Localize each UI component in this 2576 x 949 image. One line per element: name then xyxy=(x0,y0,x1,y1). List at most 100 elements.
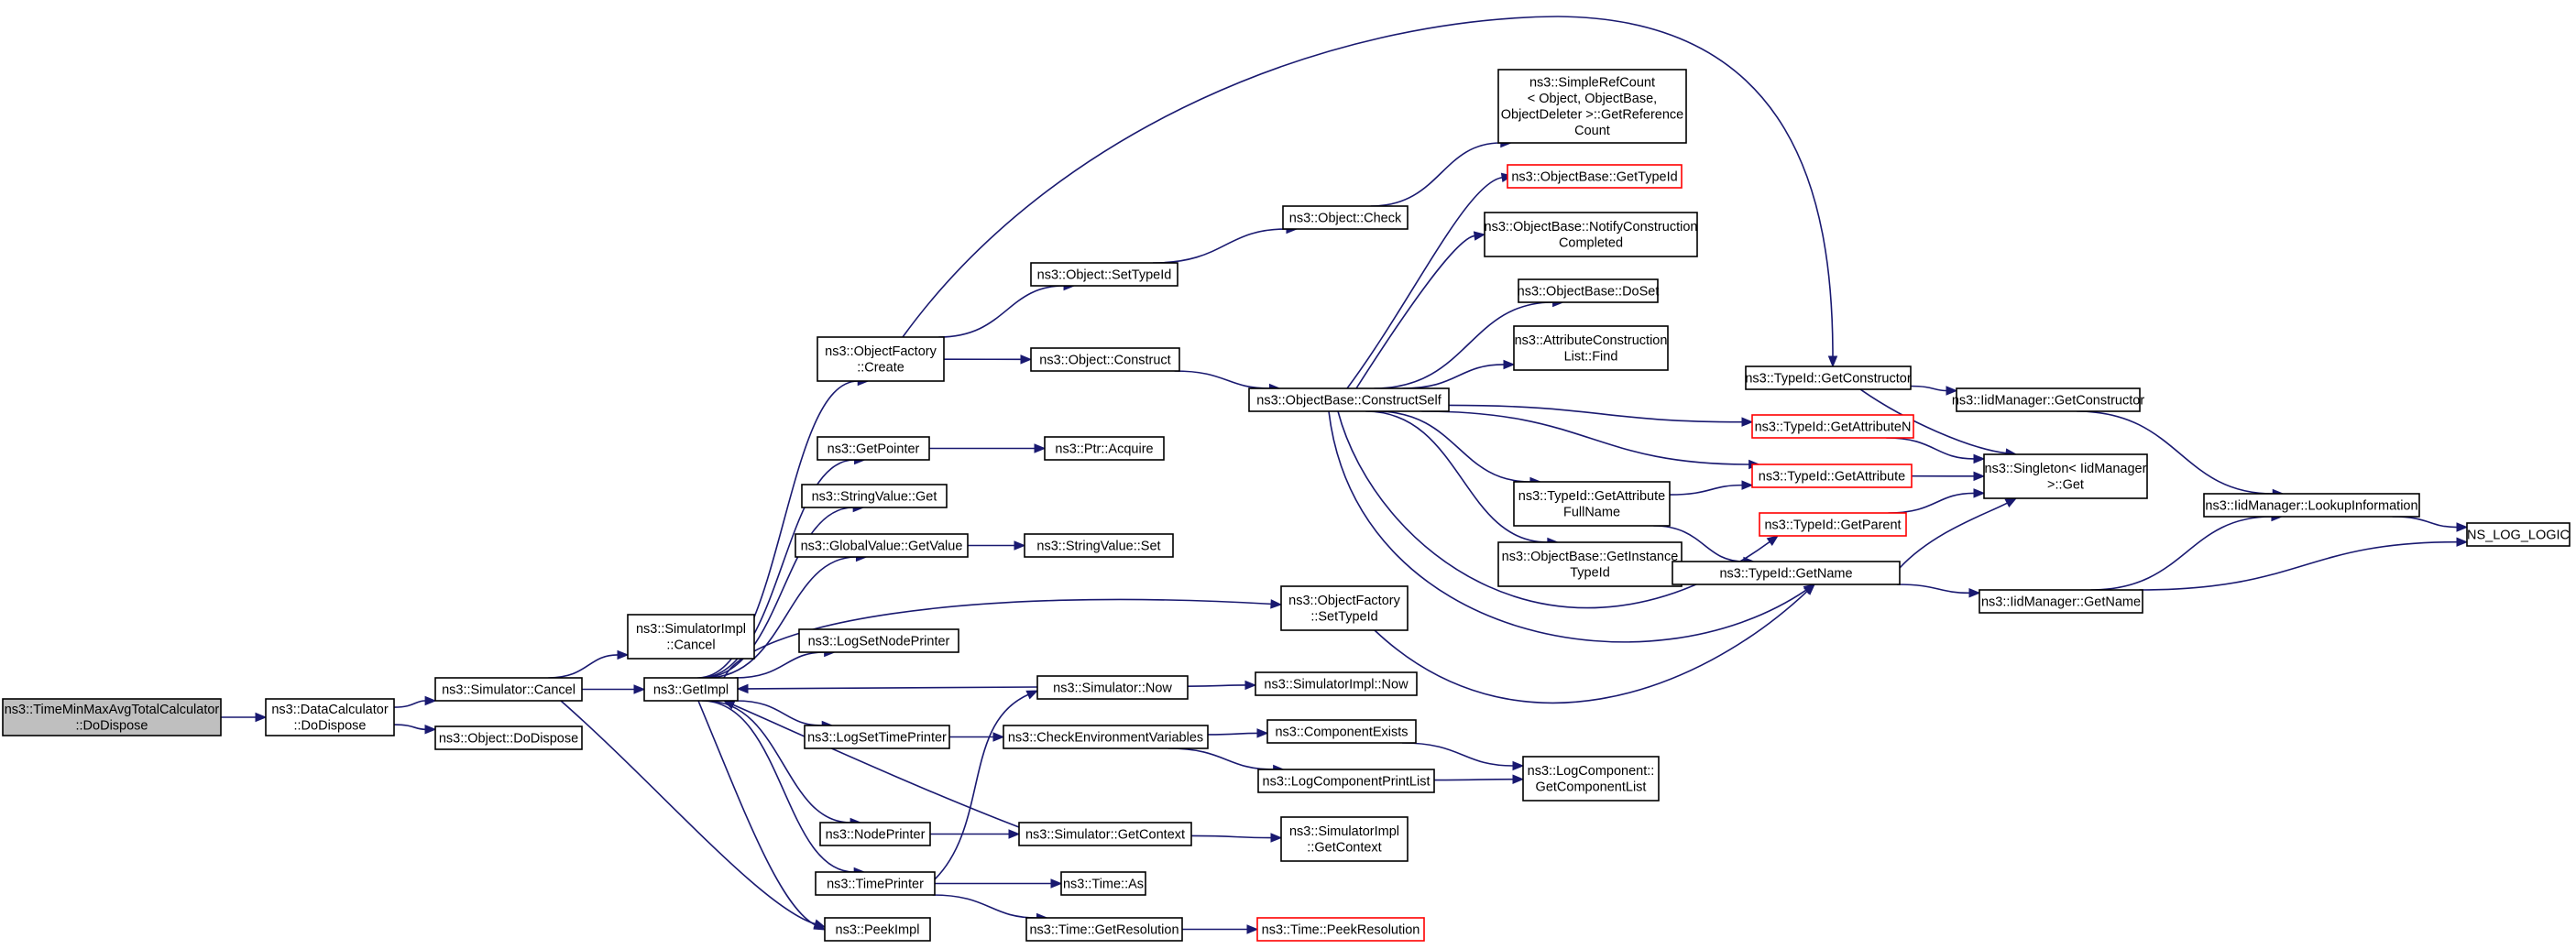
graph-node-ob_constructself[interactable]: ns3::ObjectBase::ConstructSelf xyxy=(1248,387,1450,412)
node-box xyxy=(434,677,583,702)
node-box xyxy=(1266,719,1417,744)
graph-node-tid_getattr[interactable]: ns3::TypeId::GetAttribute xyxy=(1751,464,1913,488)
arrowhead-icon xyxy=(1946,386,1958,396)
graph-node-gv_getvalue[interactable]: ns3::GlobalValue::GetValue xyxy=(795,533,969,558)
graph-node-timeprinter[interactable]: ns3::TimePrinter xyxy=(815,871,936,896)
graph-node-obj_settypeid[interactable]: ns3::Object::SetTypeId xyxy=(1030,262,1178,287)
graph-node-singleton_get[interactable]: ns3::Singleton< IidManager >::Get xyxy=(1983,453,2148,499)
node-label: ns3::LogComponentPrintList xyxy=(1263,774,1431,789)
node-label: ns3::StringValue::Set xyxy=(1036,539,1160,553)
graph-node-ob_doset[interactable]: ns3::ObjectBase::DoSet xyxy=(1518,278,1660,303)
node-box xyxy=(1484,212,1698,257)
graph-node-compexists[interactable]: ns3::ComponentExists xyxy=(1266,719,1417,744)
graph-node-tid_getparent[interactable]: ns3::TypeId::GetParent xyxy=(1759,512,1907,537)
graph-node-dc_dispose[interactable]: ns3::DataCalculator::DoDispose xyxy=(265,698,395,736)
graph-node-simimpl_cancel[interactable]: ns3::SimulatorImpl::Cancel xyxy=(627,614,755,660)
graph-node-getimpl[interactable]: ns3::GetImpl xyxy=(643,677,739,702)
edge-sim_getcontext-to-simimpl_getcontext xyxy=(1190,833,1283,843)
edge-ob_constructself-to-ob_notify xyxy=(1355,231,1486,389)
node-label: ns3::AttributeConstruction xyxy=(1515,333,1668,348)
graph-node-time_as[interactable]: ns3::Time::As xyxy=(1060,871,1146,896)
graph-node-logsetnode[interactable]: ns3::LogSetNodePrinter xyxy=(798,628,959,653)
graph-node-sim_now[interactable]: ns3::Simulator::Now xyxy=(1036,675,1189,700)
graph-node-logcompprint[interactable]: ns3::LogComponentPrintList xyxy=(1257,769,1435,793)
arrowhead-icon xyxy=(1741,480,1754,490)
graph-node-ns_log_logic[interactable]: NS_LOG_LOGIC xyxy=(2466,522,2571,547)
graph-node-iid_lookup[interactable]: ns3::IidManager::LookupInformation xyxy=(2203,493,2420,518)
graph-node-root[interactable]: ns3::TimeMinMaxAvgTotalCalculator::DoDis… xyxy=(2,698,222,736)
arrowhead-icon xyxy=(1050,878,1063,889)
node-label: ns3::PeekImpl xyxy=(836,922,920,937)
node-box xyxy=(1018,822,1192,846)
arrowhead-icon xyxy=(1025,690,1039,700)
graph-node-obj_construct[interactable]: ns3::Object::Construct xyxy=(1030,347,1180,372)
node-label: ns3::IidManager::GetConstructor xyxy=(1952,393,2145,408)
node-box xyxy=(1255,671,1418,696)
arrowhead-icon xyxy=(255,712,268,723)
arrowhead-icon xyxy=(2004,497,2018,508)
graph-node-checkenv[interactable]: ns3::CheckEnvironmentVariables xyxy=(1003,725,1209,749)
node-box xyxy=(824,917,931,942)
node-box xyxy=(1672,561,1901,585)
graph-node-iid_getname[interactable]: ns3::IidManager::GetName xyxy=(1979,589,2143,614)
graph-node-sim_cancel[interactable]: ns3::Simulator::Cancel xyxy=(434,677,583,702)
arrowhead-icon xyxy=(1246,924,1259,934)
graph-node-ob_notify[interactable]: ns3::ObjectBase::NotifyConstructionCompl… xyxy=(1484,212,1698,257)
graph-node-logcomp_getlist[interactable]: ns3::LogComponent::GetComponentList xyxy=(1522,756,1660,802)
edge-line xyxy=(1174,370,1270,389)
graph-node-of_create[interactable]: ns3::ObjectFactory::Create xyxy=(817,336,945,382)
node-label: ::Cancel xyxy=(666,638,715,653)
edge-line xyxy=(1328,410,1807,643)
graph-node-of_settypeid[interactable]: ns3::ObjectFactory::SetTypeId xyxy=(1280,585,1409,631)
node-box xyxy=(819,822,931,846)
node-box xyxy=(1282,205,1409,230)
graph-node-tid_getconstructor[interactable]: ns3::TypeId::GetConstructor xyxy=(1745,365,1912,390)
node-box xyxy=(1257,769,1435,793)
graph-node-ob_gettypeid[interactable]: ns3::ObjectBase::GetTypeId xyxy=(1507,164,1683,189)
node-box xyxy=(1751,414,1914,439)
graph-node-strval_set[interactable]: ns3::StringValue::Set xyxy=(1024,533,1174,558)
graph-node-getpointer[interactable]: ns3::GetPointer xyxy=(817,436,930,461)
edge-ob_constructself-to-acl_find xyxy=(1402,359,1516,389)
edge-line xyxy=(1421,410,1749,465)
edge-iid_lookup-to-ns_log_logic xyxy=(2392,516,2469,532)
edge-of_settypeid-to-tid_getname xyxy=(1374,584,1815,704)
node-label: ns3::Time::PeekResolution xyxy=(1262,922,1420,937)
graph-node-tid_getname[interactable]: ns3::TypeId::GetName xyxy=(1672,561,1901,585)
node-label: ns3::ObjectFactory xyxy=(1288,594,1400,608)
arrowhead-icon xyxy=(1827,355,1838,368)
graph-node-sim_getcontext[interactable]: ns3::Simulator::GetContext xyxy=(1018,822,1192,846)
graph-node-logsettime[interactable]: ns3::LogSetTimePrinter xyxy=(804,725,950,749)
edge-obj_settypeid-to-obj_check xyxy=(1153,224,1299,264)
graph-node-simimpl_getcontext[interactable]: ns3::SimulatorImpl::GetContext xyxy=(1280,816,1409,862)
node-label: ns3::SimpleRefCount xyxy=(1529,76,1655,91)
edge-of_create-to-tid_getconstructor xyxy=(902,16,1838,368)
node-label: ns3::IidManager::LookupInformation xyxy=(2205,498,2417,513)
graph-node-strval_get[interactable]: ns3::StringValue::Get xyxy=(801,484,948,508)
edge-line xyxy=(1370,142,1501,207)
graph-node-time_peekres[interactable]: ns3::Time::PeekResolution xyxy=(1256,917,1425,942)
graph-node-time_getres[interactable]: ns3::Time::GetResolution xyxy=(1025,917,1183,942)
node-box xyxy=(801,484,948,508)
graph-node-srefcount[interactable]: ns3::SimpleRefCount< Object, ObjectBase,… xyxy=(1497,69,1687,144)
graph-node-obj_check[interactable]: ns3::Object::Check xyxy=(1282,205,1409,230)
arrowhead-icon xyxy=(1034,443,1047,453)
node-box xyxy=(1983,453,2148,499)
graph-node-obj_dispose[interactable]: ns3::Object::DoDispose xyxy=(434,725,583,750)
graph-node-nodeprinter[interactable]: ns3::NodePrinter xyxy=(819,822,931,846)
edge-getimpl-to-peekimpl xyxy=(697,700,827,931)
arrowhead-icon xyxy=(617,649,630,660)
arrowhead-icon xyxy=(813,921,827,931)
arrowhead-icon xyxy=(424,695,437,706)
graph-node-iid_getconstructor[interactable]: ns3::IidManager::GetConstructor xyxy=(1952,387,2145,412)
graph-node-ptr_acquire[interactable]: ns3::Ptr::Acquire xyxy=(1044,436,1165,461)
edge-line xyxy=(2077,410,2274,495)
edge-of_create-to-obj_construct xyxy=(943,355,1033,365)
graph-node-peekimpl[interactable]: ns3::PeekImpl xyxy=(824,917,931,942)
graph-node-tid_getattrn[interactable]: ns3::TypeId::GetAttributeN xyxy=(1751,414,1914,439)
edge-tid_getname-to-singleton_get xyxy=(1899,497,2018,569)
graph-node-simimpl_now[interactable]: ns3::SimulatorImpl::Now xyxy=(1255,671,1418,696)
